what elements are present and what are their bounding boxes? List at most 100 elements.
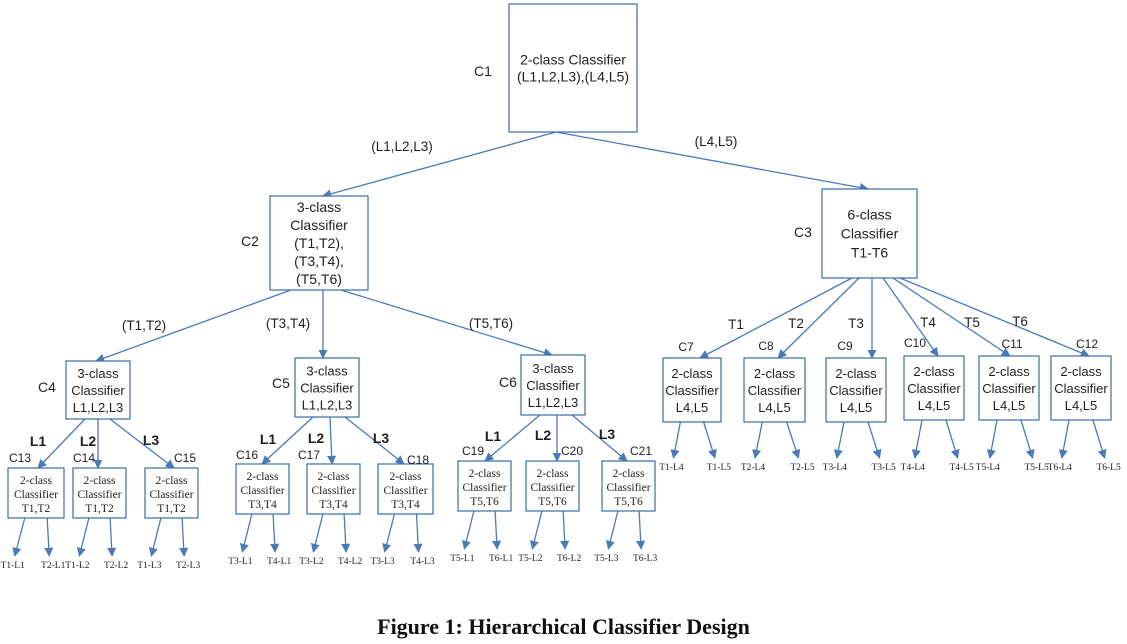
node-text-c20-1: Classifier [530,482,574,494]
node-id-c3: C3 [794,224,812,240]
edge-label-c3-c12: T6 [1012,314,1028,329]
edge-c6-c21 [571,414,628,462]
node-text-c9-1: Classifier [829,383,883,398]
node-text-c9-0: 2-class [835,366,877,381]
node-text-c2-0: 3-class [297,199,341,215]
leaf-label-c11-0: T5-L4 [976,463,1001,473]
node-text-c14-1: Classifier [77,489,121,501]
node-text-c21-0: 2-class [613,468,645,480]
edge-label-c4-c13: L1 [30,433,47,449]
leaf-label-c18-0: T3-L3 [370,557,395,567]
leaf-arrow-c8-1 [786,421,801,459]
node-text-c12-1: Classifier [1054,381,1108,396]
edge-label-c4-c14: L2 [80,433,97,449]
leaf-label-c7-0: T1-L4 [659,463,684,473]
leaf-label-c14-1: T2-L2 [104,561,129,571]
leaf-label-c19-1: T6-L1 [489,554,514,564]
labels-layer: (L1,L2,L3)(L4,L5)(T1,T2)(T3,T4)(T5,T6)T1… [1,63,1121,571]
node-text-c5-1: Classifier [300,381,354,396]
leaf-arrow-c20-1 [560,510,570,550]
edge-label-c1-c2: (L1,L2,L3) [371,139,433,154]
node-text-c2-3: (T3,T4), [294,253,344,269]
node-text-c8-1: Classifier [748,383,802,398]
leaf-arrow-c10-1 [945,419,960,459]
edge-c2-c4 [95,289,292,363]
edge-c1-c2 [322,131,557,199]
node-box-c16 [235,463,290,515]
node-text-c21-2: T5,T6 [614,496,643,508]
edge-c3-c8 [777,277,860,359]
leaf-arrow-c17-0 [310,513,324,553]
leaf-arrow-c15-1 [179,517,189,557]
node-box-c4 [65,360,131,420]
node-c1: 2-class Classifier(L1,L2,L3),(L4,L5) [508,3,638,133]
node-text-c4-1: Classifier [71,383,125,398]
node-id-c6: C6 [499,374,517,390]
node-box-c14 [72,467,127,519]
node-box-c18 [377,463,434,515]
leaf-arrow-c11-1 [1020,419,1035,459]
leaf-label-c11-1: T5-L5 [1024,463,1049,473]
edge-c4-c15 [109,418,175,469]
node-text-c10-0: 2-class [913,364,955,379]
leaf-arrow-c12-0 [1058,419,1070,459]
leaf-label-c9-0: T3-L4 [823,463,848,473]
node-text-c8-0: 2-class [754,366,796,381]
node-box-c9 [825,357,887,423]
edge-c4-c13 [37,418,86,469]
node-text-c6-1: Classifier [526,378,580,393]
node-text-c4-0: 3-class [77,366,119,381]
node-text-c19-1: Classifier [462,482,506,494]
node-text-c7-1: Classifier [665,383,719,398]
node-id-c9: C9 [837,339,853,353]
leaf-arrow-c7-0 [670,421,682,459]
node-text-c8-2: L4,L5 [758,400,791,415]
node-id-c5: C5 [272,375,290,391]
leaf-label-c12-1: T6-L5 [1096,463,1121,473]
node-id-c14: C14 [73,451,95,465]
node-text-c3-2: T1-T6 [851,245,889,261]
node-text-c17-2: T3,T4 [319,499,348,511]
edge-label-c3-c7: T1 [728,317,744,332]
edge-label-c6-c19: L1 [485,428,502,444]
node-text-c9-2: L4,L5 [840,400,873,415]
leaf-label-c18-1: T4-L3 [410,557,435,567]
node-text-c16-1: Classifier [240,485,284,497]
node-box-c11 [978,355,1040,421]
leaf-label-c17-1: T4-L2 [338,557,363,567]
edge-label-c2-c4: (T1,T2) [122,318,166,333]
node-text-c12-0: 2-class [1060,364,1102,379]
node-id-c20: C20 [561,444,583,458]
leaf-label-c8-0: T2-L4 [741,463,766,473]
node-id-c11: C11 [1001,337,1022,351]
node-id-c8: C8 [758,339,774,353]
node-text-c17-0: 2-class [318,471,350,483]
node-text-c4-2: L1,L2,L3 [73,400,124,415]
node-id-c2: C2 [241,233,259,249]
leaf-arrow-c20-0 [529,510,543,550]
leaf-label-c21-0: T5-L3 [594,554,619,564]
leaf-arrow-c21-0 [605,510,619,550]
edge-c6-c19 [484,414,541,462]
leaf-label-c19-0: T5-L1 [450,554,475,564]
leaf-arrow-c11-0 [986,419,998,459]
leaf-arrow-c16-1 [270,513,280,553]
node-text-c13-0: 2-class [20,475,52,487]
node-box-c13 [7,467,65,519]
node-text-c3-1: Classifier [841,226,899,242]
node-box-c20 [525,460,580,512]
node-text-c7-0: 2-class [671,366,713,381]
leaf-arrow-c19-1 [492,510,502,550]
edge-label-c3-c8: T2 [788,316,804,331]
